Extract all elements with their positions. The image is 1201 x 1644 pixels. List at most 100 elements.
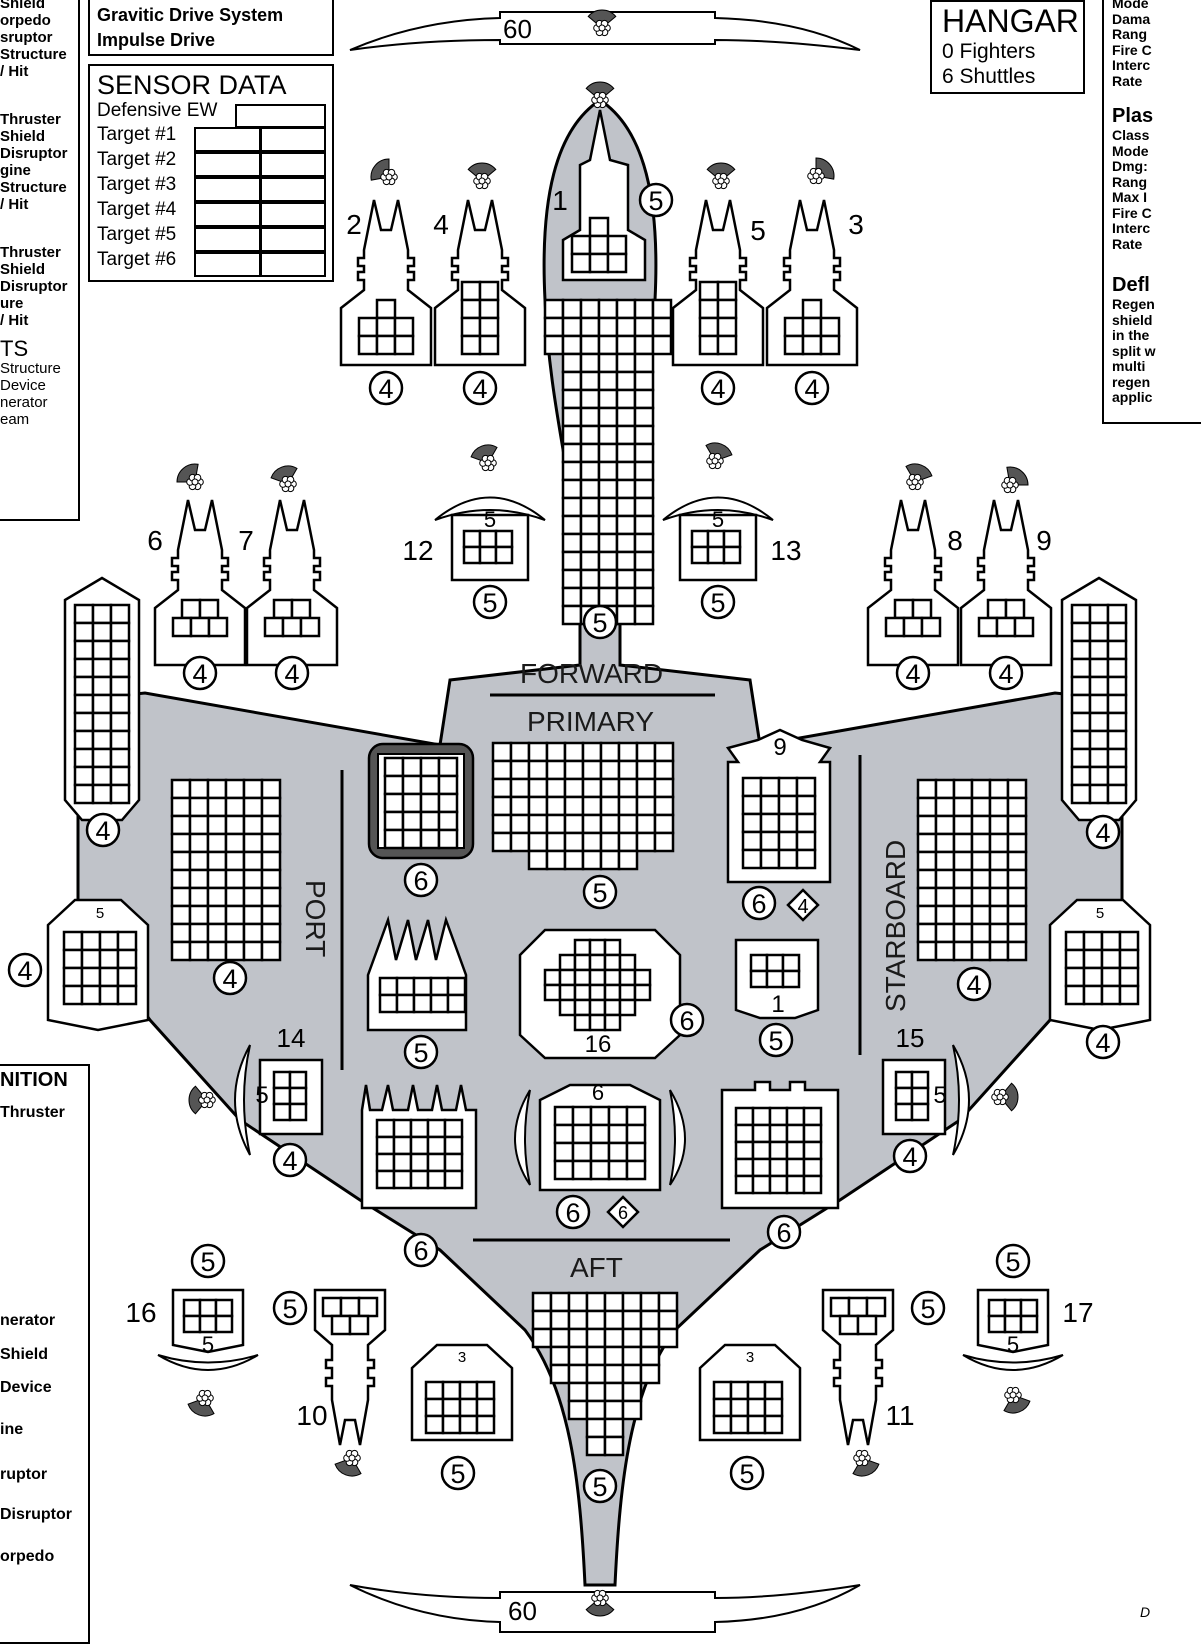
structure-box xyxy=(563,606,581,624)
structure-box xyxy=(448,978,465,995)
structure-box xyxy=(605,970,620,985)
structure-box xyxy=(569,1383,587,1401)
structure-box xyxy=(623,1383,641,1401)
structure-box xyxy=(797,796,815,814)
structure-box xyxy=(244,834,262,852)
structure-box xyxy=(641,1365,659,1383)
structure-box xyxy=(93,641,111,659)
structure-box xyxy=(635,444,653,462)
structure-box xyxy=(511,779,529,797)
aft-port-sponson-shield-value: 3 xyxy=(458,1349,466,1366)
primary-structure xyxy=(493,743,673,869)
structure-box xyxy=(547,797,565,815)
structure-box xyxy=(736,1176,753,1193)
structure-box xyxy=(617,408,635,426)
structure-box xyxy=(563,570,581,588)
structure-box xyxy=(511,815,529,833)
structure-box xyxy=(581,588,599,606)
fire-arc-center xyxy=(192,479,198,485)
structure-box xyxy=(787,1142,804,1159)
structure-box xyxy=(428,1171,445,1188)
structure-box xyxy=(581,444,599,462)
structure-box xyxy=(581,480,599,498)
structure-box xyxy=(529,761,547,779)
structure-box xyxy=(659,1311,677,1329)
structure-box xyxy=(635,970,650,985)
aft-central-structure xyxy=(555,1107,645,1179)
structure-box xyxy=(377,336,395,354)
structure-box xyxy=(511,743,529,761)
structure-box xyxy=(619,815,637,833)
structure-box xyxy=(700,282,718,300)
thruster-14-number: 14 xyxy=(277,1023,306,1053)
structure-box xyxy=(619,833,637,851)
structure-box xyxy=(332,1316,350,1334)
structure-box xyxy=(635,534,653,552)
structure-box xyxy=(787,1176,804,1193)
structure-box xyxy=(380,978,397,995)
structure-box xyxy=(265,618,283,636)
structure-box xyxy=(93,659,111,677)
structure-box xyxy=(560,985,575,1000)
structure-box xyxy=(411,1154,428,1171)
structure-box xyxy=(623,1293,641,1311)
structure-box xyxy=(262,798,280,816)
aft-thrust-value: 60 xyxy=(508,1596,537,1626)
fire-arc-center xyxy=(285,481,291,487)
aft-port-device-structure xyxy=(377,1120,462,1188)
structure-box xyxy=(1108,695,1126,713)
aft-structure-armor-value: 5 xyxy=(592,1472,607,1502)
structure-box xyxy=(1015,618,1033,636)
structure-box xyxy=(555,1143,573,1161)
structure-box xyxy=(1008,924,1026,942)
structure-box xyxy=(262,870,280,888)
structure-box xyxy=(1102,950,1120,968)
structure-box xyxy=(1008,780,1026,798)
structure-box xyxy=(1090,767,1108,785)
structure-box xyxy=(599,354,617,372)
weapon-10-armor-value: 5 xyxy=(282,1294,297,1324)
weapon-6-armor-value: 4 xyxy=(192,659,207,689)
structure-box xyxy=(990,942,1008,960)
primary-reactor-armor-value: 6 xyxy=(413,866,428,896)
structure-box xyxy=(480,531,496,547)
structure-box xyxy=(692,531,708,547)
structure-box xyxy=(692,547,708,563)
structure-box xyxy=(1120,986,1138,1004)
structure-box xyxy=(421,812,439,830)
structure-box xyxy=(581,534,599,552)
structure-box xyxy=(617,588,635,606)
structure-box xyxy=(641,1293,659,1311)
structure-box xyxy=(529,743,547,761)
structure-box xyxy=(627,1125,645,1143)
structure-box xyxy=(226,798,244,816)
structure-box xyxy=(563,372,581,390)
structure-box xyxy=(274,1072,290,1088)
structure-box xyxy=(172,906,190,924)
structure-box xyxy=(785,336,803,354)
structure-box xyxy=(753,1142,770,1159)
structure-box xyxy=(583,761,601,779)
structure-box xyxy=(936,942,954,960)
structure-box xyxy=(1066,968,1084,986)
aft-port-sponson-armor-value: 5 xyxy=(450,1459,465,1489)
structure-box xyxy=(590,970,605,985)
structure-box xyxy=(954,780,972,798)
structure-box xyxy=(599,480,617,498)
structure-box xyxy=(575,1000,590,1015)
structure-box xyxy=(623,1401,641,1419)
structure-box xyxy=(954,852,972,870)
structure-box xyxy=(627,1107,645,1125)
structure-box xyxy=(918,816,936,834)
structure-box xyxy=(563,354,581,372)
structure-box xyxy=(403,776,421,794)
structure-box xyxy=(547,851,565,869)
structure-box xyxy=(262,924,280,942)
structure-box xyxy=(431,978,448,995)
weapon-7-housing xyxy=(247,500,337,665)
structure-box xyxy=(840,1316,858,1334)
structure-box xyxy=(111,767,129,785)
structure-box xyxy=(724,547,740,563)
structure-box xyxy=(477,1416,494,1433)
structure-box xyxy=(635,300,653,318)
